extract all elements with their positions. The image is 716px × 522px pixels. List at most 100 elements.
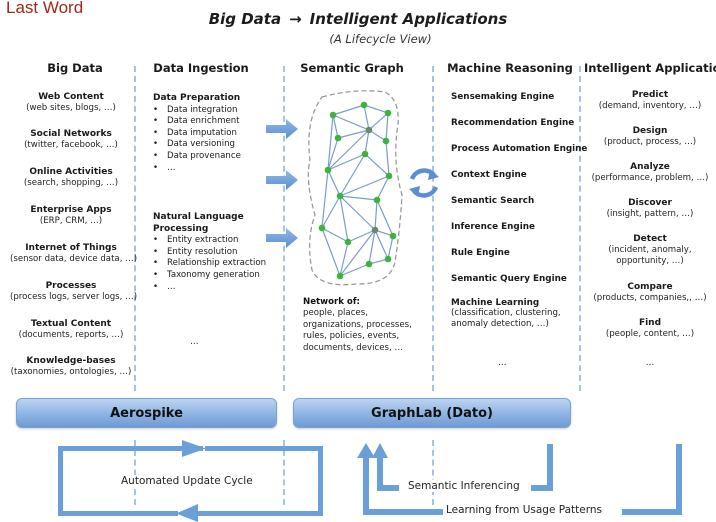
graph-edge bbox=[339, 195, 378, 201]
header-intelligent-application: Intelligent Application bbox=[584, 61, 716, 75]
graphlab-platform: GraphLab (Dato) bbox=[293, 398, 571, 428]
ingestion-more: … bbox=[190, 337, 199, 347]
graph-node bbox=[365, 126, 373, 134]
graph-edge bbox=[337, 129, 370, 139]
graph-node bbox=[385, 172, 393, 180]
column-divider bbox=[283, 66, 285, 391]
arrow-up-icon bbox=[357, 443, 375, 515]
graph-edge bbox=[339, 229, 376, 277]
header-data-ingestion: Data Ingestion bbox=[153, 61, 249, 75]
bullet-item: Entity extraction bbox=[153, 235, 266, 247]
graph-edge bbox=[321, 195, 341, 229]
item-title: Design bbox=[632, 126, 668, 136]
group-heading: Processing bbox=[153, 223, 209, 234]
application-item: Detect (incident, anomaly, opportunity, … bbox=[584, 234, 716, 267]
big-data-item: Enterprise Apps (ERP, CRM, …) bbox=[10, 205, 132, 227]
graph-edge bbox=[364, 153, 390, 177]
application-item: Find (people, content, …) bbox=[584, 318, 716, 340]
graph-edge bbox=[321, 169, 329, 229]
big-data-item: Internet of Things (sensor data, device … bbox=[10, 243, 138, 265]
item-title: Web Content bbox=[38, 92, 104, 102]
graph-node bbox=[382, 137, 390, 145]
graph-node bbox=[324, 166, 332, 174]
item-title: Online Activities bbox=[29, 167, 113, 177]
item-sub: (demand, inventory, …) bbox=[598, 101, 702, 111]
flow-arrow-icon bbox=[266, 119, 298, 139]
application-item: Predict (demand, inventory, …) bbox=[584, 90, 716, 112]
aerospike-platform: Aerospike bbox=[16, 398, 277, 428]
graph-node bbox=[361, 150, 369, 158]
arrow-right-icon bbox=[182, 440, 206, 457]
item-sub: (process logs, server logs, …) bbox=[10, 292, 138, 302]
flow-arrow-icon bbox=[266, 170, 298, 190]
graph-edge bbox=[339, 241, 349, 277]
graph-node bbox=[360, 101, 368, 109]
graph-edge bbox=[376, 175, 390, 201]
graph-node bbox=[329, 111, 337, 119]
column-divider bbox=[432, 440, 434, 505]
group-heading: Natural Language bbox=[153, 212, 244, 222]
bullet-item: Data provenance bbox=[153, 151, 241, 163]
graph-edge bbox=[368, 112, 389, 131]
diagram-title: Big Data→Intelligent Applications bbox=[0, 10, 716, 28]
brand-logo: Last Word bbox=[6, 0, 84, 17]
graph-node bbox=[365, 260, 373, 268]
item-sub: (incident, anomaly, bbox=[608, 245, 692, 255]
network-line: people, places, bbox=[303, 308, 368, 319]
column-divider bbox=[134, 66, 136, 391]
network-line: organizations, processes, bbox=[303, 319, 412, 330]
reasoning-item: Inference Engine bbox=[451, 222, 535, 232]
graph-edge bbox=[339, 153, 366, 197]
semantic-inferencing-loop bbox=[372, 443, 553, 491]
graph-node bbox=[373, 196, 381, 204]
item-sub: (ERP, CRM, …) bbox=[39, 216, 103, 226]
column-divider bbox=[579, 66, 581, 391]
bullet-item: … bbox=[153, 163, 241, 175]
item-title: Social Networks bbox=[30, 129, 112, 139]
header-semantic-graph: Semantic Graph bbox=[300, 61, 404, 75]
graph-edge bbox=[327, 169, 341, 197]
graph-edge bbox=[368, 229, 376, 265]
reasoning-item: Context Engine bbox=[451, 170, 527, 180]
bullet-item: Data versioning bbox=[153, 139, 241, 151]
big-data-item: Social Networks (twitter, facebook, …) bbox=[10, 129, 132, 151]
bullet-item: Data integration bbox=[153, 105, 241, 117]
ml-line: (classification, clustering, bbox=[451, 308, 561, 318]
application-item: Design (product, process, …) bbox=[584, 126, 716, 148]
item-sub: (web sites, blogs, …) bbox=[26, 103, 116, 113]
column-divider bbox=[134, 440, 136, 505]
arrow-left-icon bbox=[176, 504, 198, 522]
graph-edge bbox=[332, 104, 365, 116]
semantic-inferencing-label: Semantic Inferencing bbox=[405, 480, 523, 492]
ml-line: anomaly detection, …) bbox=[451, 319, 549, 329]
column-divider bbox=[432, 66, 434, 391]
flow-arrow-icon bbox=[266, 228, 298, 248]
title-arrow-icon: → bbox=[289, 10, 302, 28]
graph-edge bbox=[339, 263, 370, 277]
item-sub: (performance, problem, …) bbox=[591, 173, 709, 183]
graph-edge bbox=[363, 104, 370, 131]
graph-edge bbox=[347, 229, 376, 243]
bullet-item: Entity resolution bbox=[153, 247, 266, 259]
graph-node bbox=[384, 109, 392, 117]
big-data-item: Online Activities (search, shopping, …) bbox=[10, 167, 132, 189]
item-title: Internet of Things bbox=[25, 243, 117, 253]
item-sub: (people, content, …) bbox=[605, 329, 695, 339]
update-cycle-loop bbox=[58, 440, 323, 522]
graph-edge bbox=[339, 175, 390, 197]
big-data-item: Web Content (web sites, blogs, …) bbox=[10, 92, 132, 114]
reasoning-item: Sensemaking Engine bbox=[451, 92, 555, 102]
item-sub: (product, process, …) bbox=[603, 137, 697, 147]
update-cycle-label: Automated Update Cycle bbox=[118, 475, 256, 487]
graph-node bbox=[336, 272, 344, 280]
application-item: Analyze (performance, problem, …) bbox=[584, 162, 716, 184]
reasoning-item: Semantic Query Engine bbox=[451, 274, 567, 284]
item-title: Processes bbox=[45, 281, 97, 291]
item-sub: (insight, pattern, …) bbox=[606, 209, 694, 219]
graph-edge bbox=[339, 195, 349, 243]
bullet-item: Taxonomy generation bbox=[153, 270, 266, 282]
reasoning-item: Recommendation Engine bbox=[451, 118, 575, 128]
item-sub: (sensor data, device data, …) bbox=[10, 254, 138, 264]
nlp-group: Natural Language Processing Entity extra… bbox=[153, 212, 266, 293]
